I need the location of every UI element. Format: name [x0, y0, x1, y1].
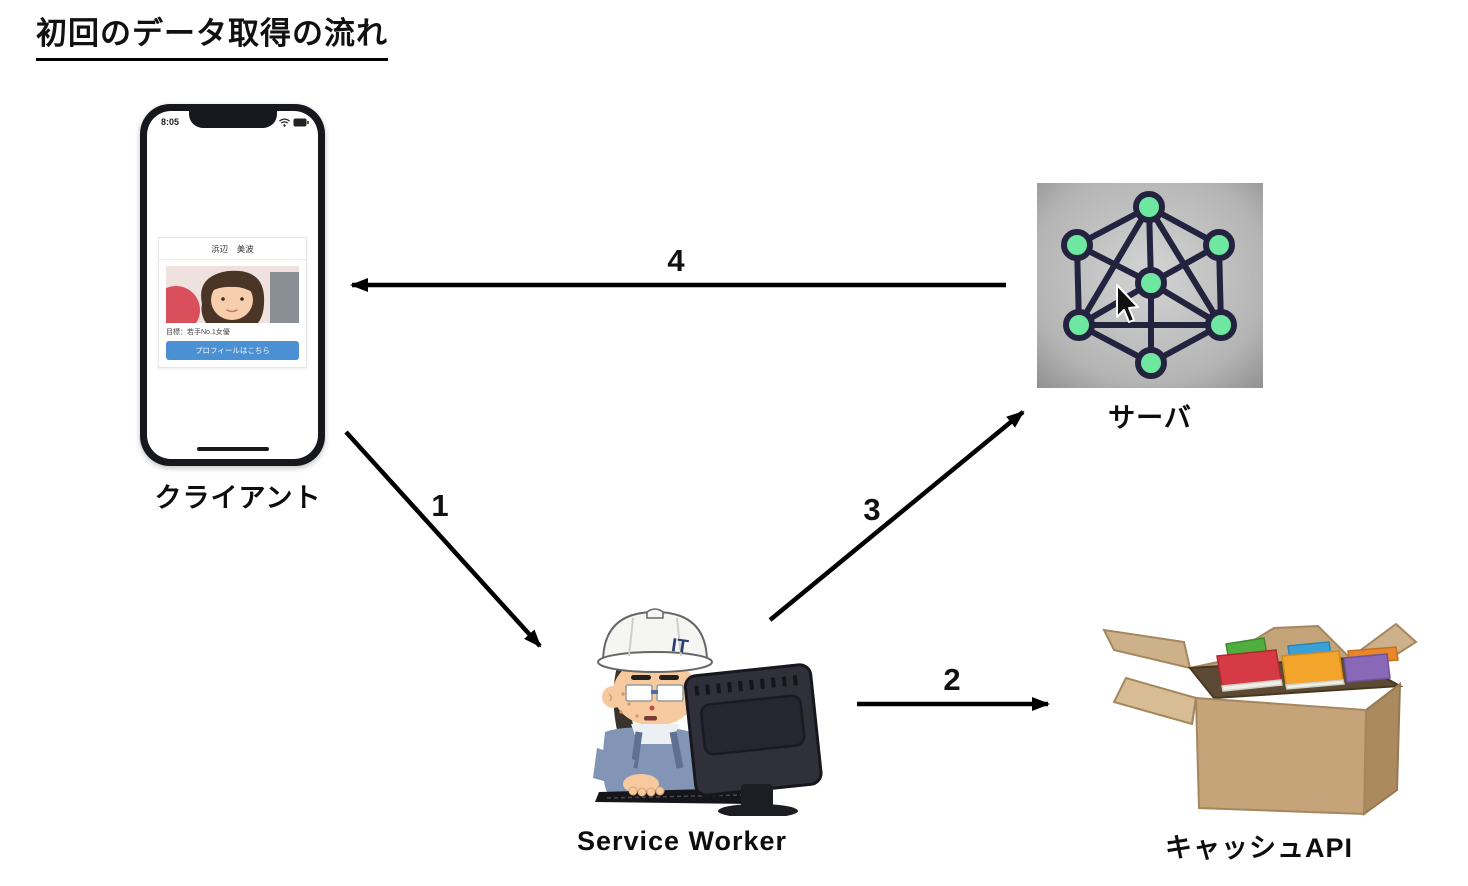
- service-worker-label: Service Worker: [576, 826, 788, 856]
- home-indicator: [196, 447, 269, 451]
- flow-step-number-3: 3: [863, 492, 881, 527]
- phone-screen: 8:05 ···· 浜辺 美波: [147, 111, 318, 459]
- service-worker-illustration: IT: [593, 608, 823, 816]
- battery-icon: [293, 118, 309, 127]
- arrow-1-client-to-service-worker: [344, 430, 542, 648]
- profile-card: 浜辺 美波 目標：若手No.1女優 プロフィールはこちら: [158, 237, 307, 368]
- flow-step-number-1: 1: [431, 488, 449, 523]
- flow-step-number-2: 2: [943, 662, 961, 697]
- profile-link-button: プロフィールはこちら: [166, 341, 299, 360]
- server-network-image: [1037, 183, 1263, 388]
- arrow-3-service-worker-to-server: [768, 410, 1025, 622]
- client-label: クライアント: [154, 483, 322, 513]
- server-label: サーバ: [1108, 403, 1192, 433]
- phone-clock: 8:05: [161, 117, 180, 127]
- cache-box-illustration: [1102, 622, 1418, 816]
- profile-goal-text: 目標：若手No.1女優: [166, 329, 230, 336]
- mouse-cursor-icon: [1116, 284, 1139, 323]
- profile-name: 浜辺 美波: [159, 238, 306, 260]
- helmet-it-text: IT: [670, 635, 690, 658]
- client-phone-mockup: 8:05 ···· 浜辺 美波: [140, 104, 325, 466]
- diagram-title: 初回のデータ取得の流れ: [36, 8, 388, 61]
- network-graph-icon: [1061, 191, 1237, 379]
- flow-step-number-4: 4: [667, 243, 685, 278]
- wifi-icon: [279, 118, 290, 127]
- phone-notch: [188, 111, 277, 128]
- profile-photo: [166, 266, 299, 323]
- cache-api-label: キャッシュAPI: [1164, 833, 1353, 863]
